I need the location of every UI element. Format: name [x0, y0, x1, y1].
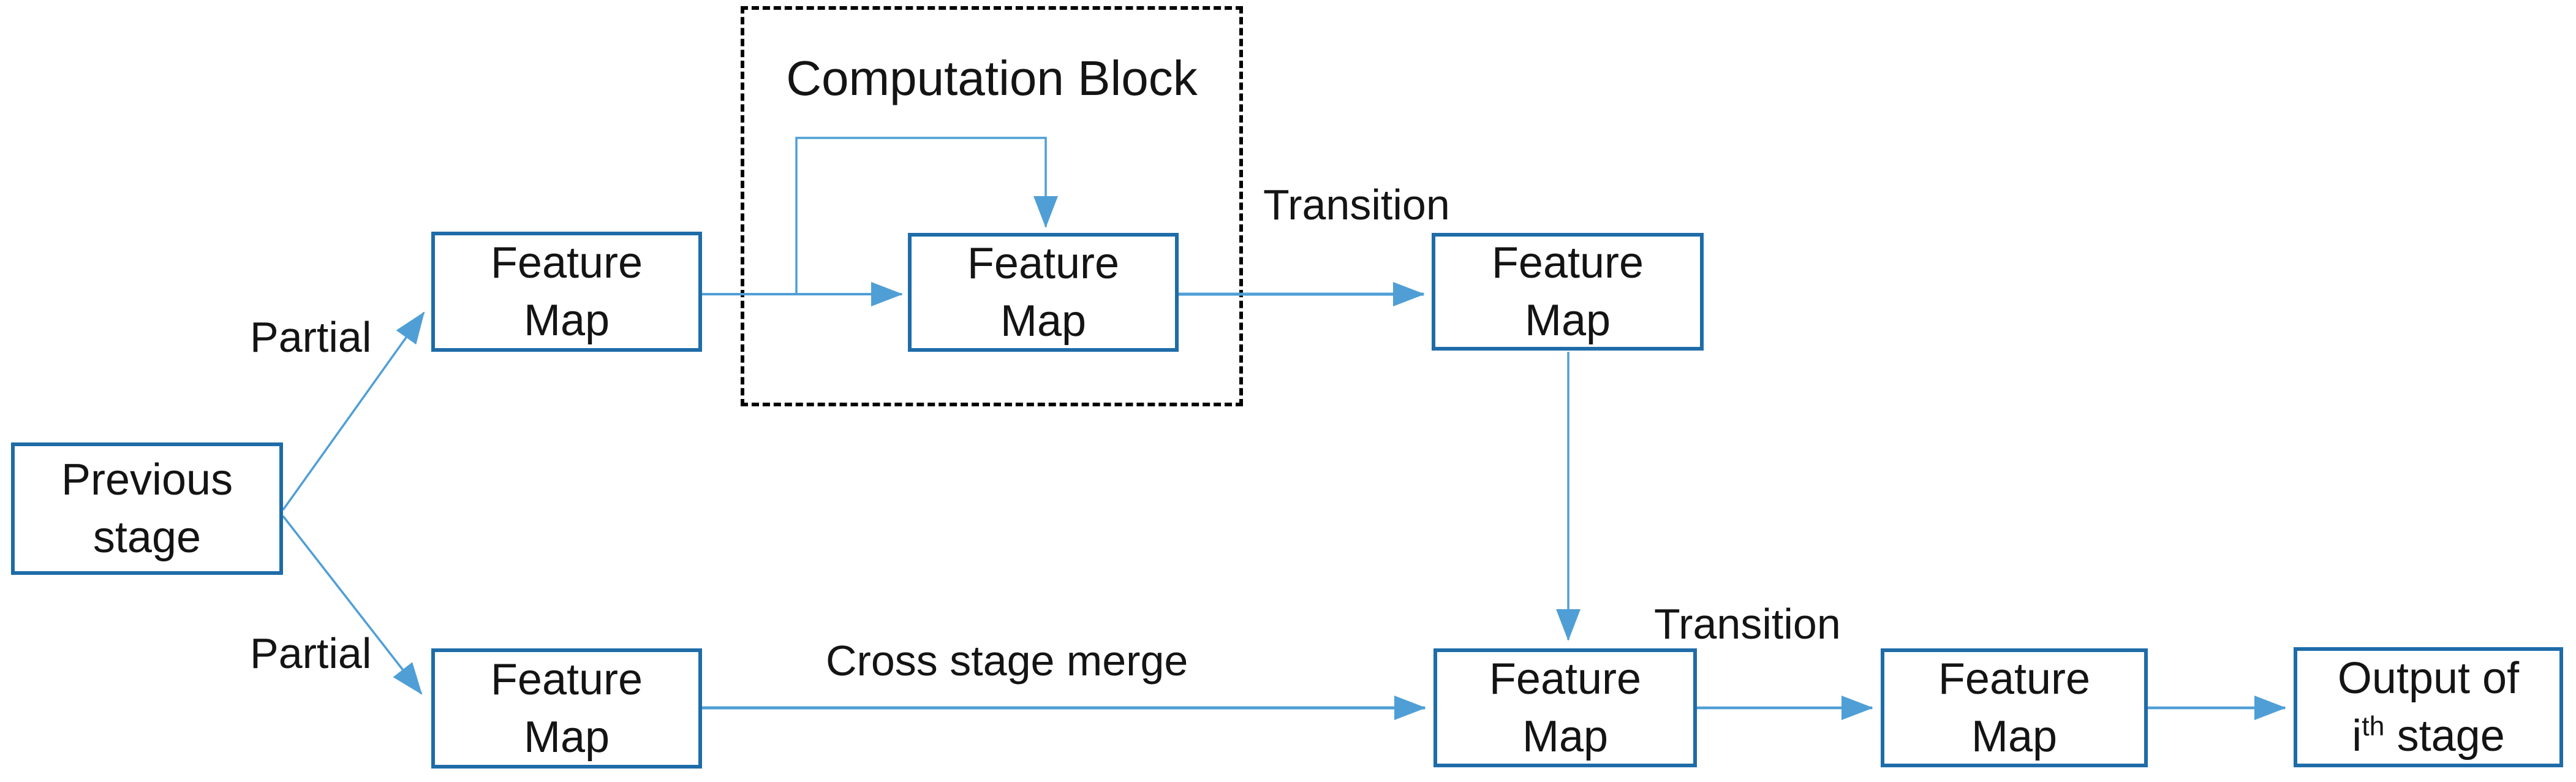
- feature-map-box-partial-top: Feature Map: [431, 232, 702, 352]
- arrow-computation-self-loop: [795, 137, 1058, 294]
- feature-map-line1: Feature: [1489, 655, 1642, 704]
- feature-map-box-transition-top: Feature Map: [1432, 233, 1704, 351]
- computation-block-frame: [741, 6, 1243, 406]
- transition-bottom-label: Transition: [1654, 600, 1841, 648]
- feature-map-box-partial-bottom: Feature Map: [431, 648, 702, 769]
- arrow-partial-bottom: [282, 515, 423, 695]
- feature-map-line2: Map: [1971, 712, 2058, 761]
- previous-stage-line1: Previous: [61, 455, 233, 504]
- output-stage-superscript: th: [2362, 712, 2385, 742]
- previous-stage-line2: stage: [93, 513, 202, 562]
- arrow-partial-top: [282, 311, 425, 511]
- feature-map-line1: Feature: [967, 239, 1120, 288]
- partial-bottom-label: Partial: [250, 629, 372, 677]
- feature-map-line2: Map: [523, 713, 610, 762]
- feature-map-line2: Map: [1522, 712, 1609, 761]
- computation-block-title: Computation Block: [786, 51, 1198, 105]
- feature-map-line1: Feature: [1938, 655, 2091, 704]
- feature-map-box-merge: Feature Map: [1433, 648, 1697, 767]
- feature-map-line2: Map: [1000, 297, 1087, 346]
- cross-stage-merge-label: Cross stage merge: [826, 637, 1188, 685]
- feature-map-box-transition-bottom: Feature Map: [1881, 648, 2148, 767]
- output-stage-rest: stage: [2397, 712, 2505, 761]
- feature-map-box-computation: Feature Map: [908, 233, 1179, 352]
- output-stage-line1: Output of: [2337, 654, 2520, 703]
- feature-map-line1: Feature: [1491, 238, 1644, 287]
- feature-map-line2: Map: [1524, 296, 1611, 345]
- feature-map-line2: Map: [523, 296, 610, 345]
- feature-map-line1: Feature: [490, 238, 643, 287]
- previous-stage-box: Previous stage: [11, 442, 283, 575]
- output-stage-i: i: [2352, 712, 2362, 761]
- partial-top-label: Partial: [250, 313, 372, 361]
- transition-top-label: Transition: [1263, 181, 1450, 229]
- feature-map-line1: Feature: [490, 655, 643, 704]
